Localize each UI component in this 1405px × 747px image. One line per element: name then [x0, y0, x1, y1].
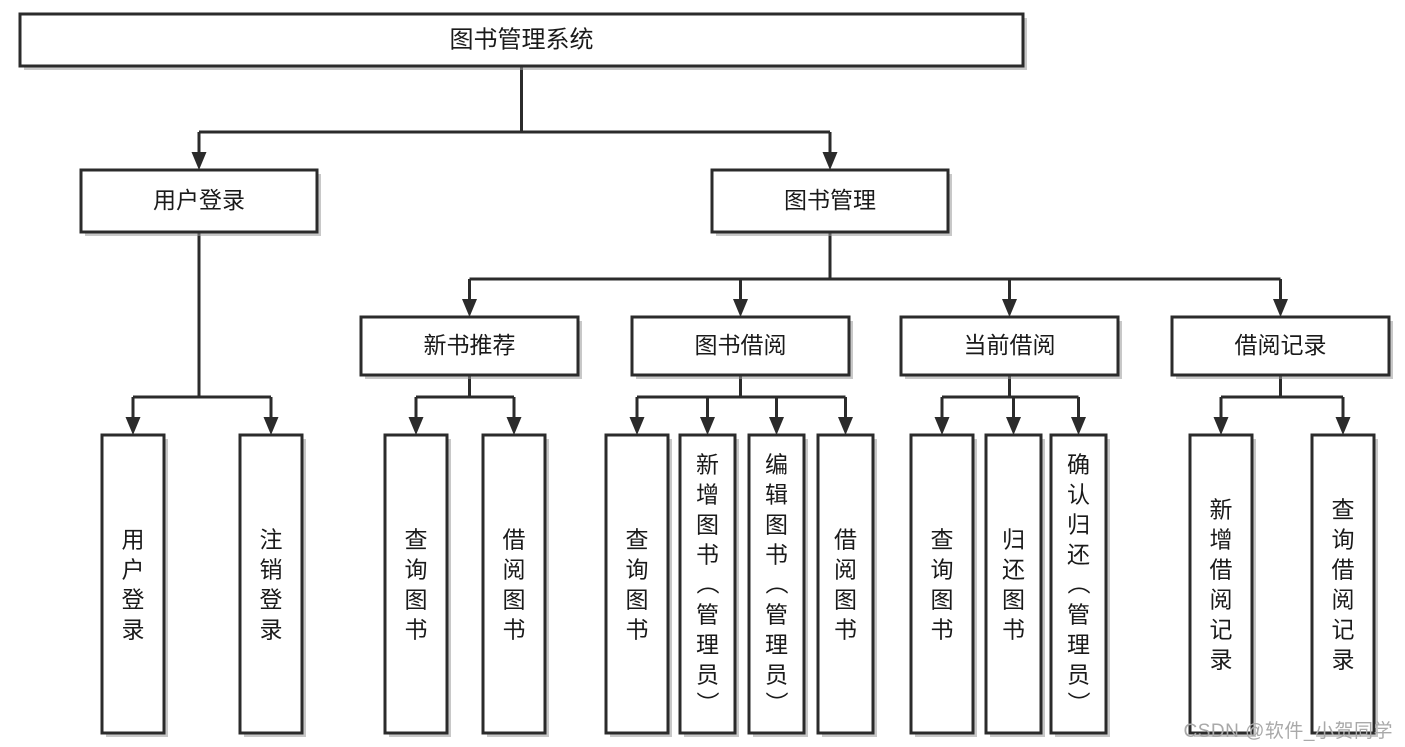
- node-n_new_book[interactable]: 新书推荐: [359, 315, 582, 379]
- node-box[interactable]: [481, 433, 547, 735]
- node-label: 确认归还（管理员）: [1067, 451, 1091, 717]
- edge-group-n_user_login: [125, 232, 279, 435]
- node-box[interactable]: [747, 433, 806, 735]
- node-label: 查询图书: [405, 526, 428, 642]
- node-label: 借阅图书: [503, 526, 526, 642]
- node-label: 查询图书: [931, 526, 954, 642]
- edge-arrowhead: [125, 417, 141, 435]
- edge-group-root: [191, 66, 838, 170]
- edge-group-n_borrow: [629, 375, 853, 435]
- node-box[interactable]: [359, 315, 580, 377]
- edge-group-n_record: [1213, 375, 1351, 435]
- edge-arrowhead: [629, 417, 645, 435]
- edge-arrowhead: [1071, 417, 1086, 435]
- edge-arrowhead: [1006, 417, 1021, 435]
- node-label: 借阅图书: [834, 526, 857, 642]
- node-l_bb_add[interactable]: 新增图书（管理员）: [678, 433, 739, 737]
- csdn-watermark: CSDN @软件_小贺同学: [1183, 721, 1393, 742]
- edge-group-n_current: [934, 375, 1086, 435]
- node-l_cb_query[interactable]: 查询图书: [909, 433, 977, 737]
- node-n_record[interactable]: 借阅记录: [1170, 315, 1393, 379]
- node-label: 归还图书: [1002, 526, 1025, 642]
- edge-arrowhead: [700, 417, 715, 435]
- node-box[interactable]: [79, 168, 319, 234]
- node-box[interactable]: [1049, 433, 1108, 735]
- node-l_user_login[interactable]: 用户登录: [100, 433, 168, 737]
- edge-arrowhead: [408, 417, 424, 435]
- edge-arrowhead: [506, 417, 522, 435]
- node-label: 新增图书（管理员）: [696, 451, 720, 717]
- node-label: 新书推荐: [424, 332, 516, 358]
- edge-group-n_book_manage: [462, 232, 1288, 317]
- node-box[interactable]: [816, 433, 875, 735]
- node-box[interactable]: [383, 433, 449, 735]
- node-box[interactable]: [1310, 433, 1376, 735]
- edge-arrowhead: [934, 417, 950, 435]
- node-n_current[interactable]: 当前借阅: [899, 315, 1122, 379]
- node-l_bb_edit[interactable]: 编辑图书（管理员）: [747, 433, 808, 737]
- node-l_user_logout[interactable]: 注销登录: [238, 433, 306, 737]
- edge-group-n_new_book: [408, 375, 522, 435]
- edges-layer: [125, 66, 1351, 435]
- node-l_bb_borrow[interactable]: 借阅图书: [816, 433, 877, 737]
- node-l_rec_add[interactable]: 新增借阅记录: [1188, 433, 1256, 737]
- node-l_rec_query[interactable]: 查询借阅记录: [1310, 433, 1378, 737]
- edge-arrowhead: [1273, 299, 1288, 317]
- node-label: 用户登录: [153, 187, 245, 213]
- node-l_cb_return[interactable]: 归还图书: [984, 433, 1045, 737]
- node-l_cb_confirm[interactable]: 确认归还（管理员）: [1049, 433, 1110, 737]
- node-root[interactable]: 图书管理系统: [18, 12, 1027, 70]
- node-box[interactable]: [1188, 433, 1254, 735]
- node-box[interactable]: [18, 12, 1025, 68]
- node-n_book_manage[interactable]: 图书管理: [710, 168, 952, 236]
- node-label: 用户登录: [122, 526, 145, 642]
- nodes-layer: 图书管理系统用户登录图书管理新书推荐图书借阅当前借阅借阅记录用户登录注销登录查询…: [18, 12, 1393, 737]
- edge-arrowhead: [1002, 299, 1017, 317]
- edge-arrowhead: [1335, 417, 1351, 435]
- node-box[interactable]: [100, 433, 166, 735]
- node-label: 注销登录: [260, 526, 283, 642]
- node-box[interactable]: [1170, 315, 1391, 377]
- node-label: 当前借阅: [964, 332, 1056, 358]
- edge-arrowhead: [1213, 417, 1229, 435]
- node-box[interactable]: [238, 433, 304, 735]
- node-label: 图书管理: [784, 187, 876, 213]
- edge-arrowhead: [263, 417, 279, 435]
- node-label: 图书管理系统: [450, 26, 594, 53]
- node-label: 借阅记录: [1235, 332, 1327, 358]
- edge-arrowhead: [462, 299, 477, 317]
- edge-arrowhead: [769, 417, 784, 435]
- edge-arrowhead: [822, 152, 838, 170]
- node-box[interactable]: [984, 433, 1043, 735]
- node-label: 图书借阅: [695, 332, 787, 358]
- node-box[interactable]: [909, 433, 975, 735]
- node-n_borrow[interactable]: 图书借阅: [630, 315, 853, 379]
- node-box[interactable]: [604, 433, 670, 735]
- edge-arrowhead: [838, 417, 853, 435]
- node-l_bb_query[interactable]: 查询图书: [604, 433, 672, 737]
- node-box[interactable]: [678, 433, 737, 735]
- node-l_nb_borrow[interactable]: 借阅图书: [481, 433, 549, 737]
- node-label: 查询图书: [626, 526, 649, 642]
- node-label: 编辑图书（管理员）: [765, 451, 789, 717]
- edge-arrowhead: [191, 152, 207, 170]
- node-label: 查询借阅记录: [1332, 496, 1355, 672]
- node-box[interactable]: [630, 315, 851, 377]
- node-box[interactable]: [710, 168, 950, 234]
- edge-arrowhead: [733, 299, 748, 317]
- node-box[interactable]: [899, 315, 1120, 377]
- node-n_user_login[interactable]: 用户登录: [79, 168, 321, 236]
- node-l_nb_query[interactable]: 查询图书: [383, 433, 451, 737]
- node-label: 新增借阅记录: [1210, 496, 1233, 672]
